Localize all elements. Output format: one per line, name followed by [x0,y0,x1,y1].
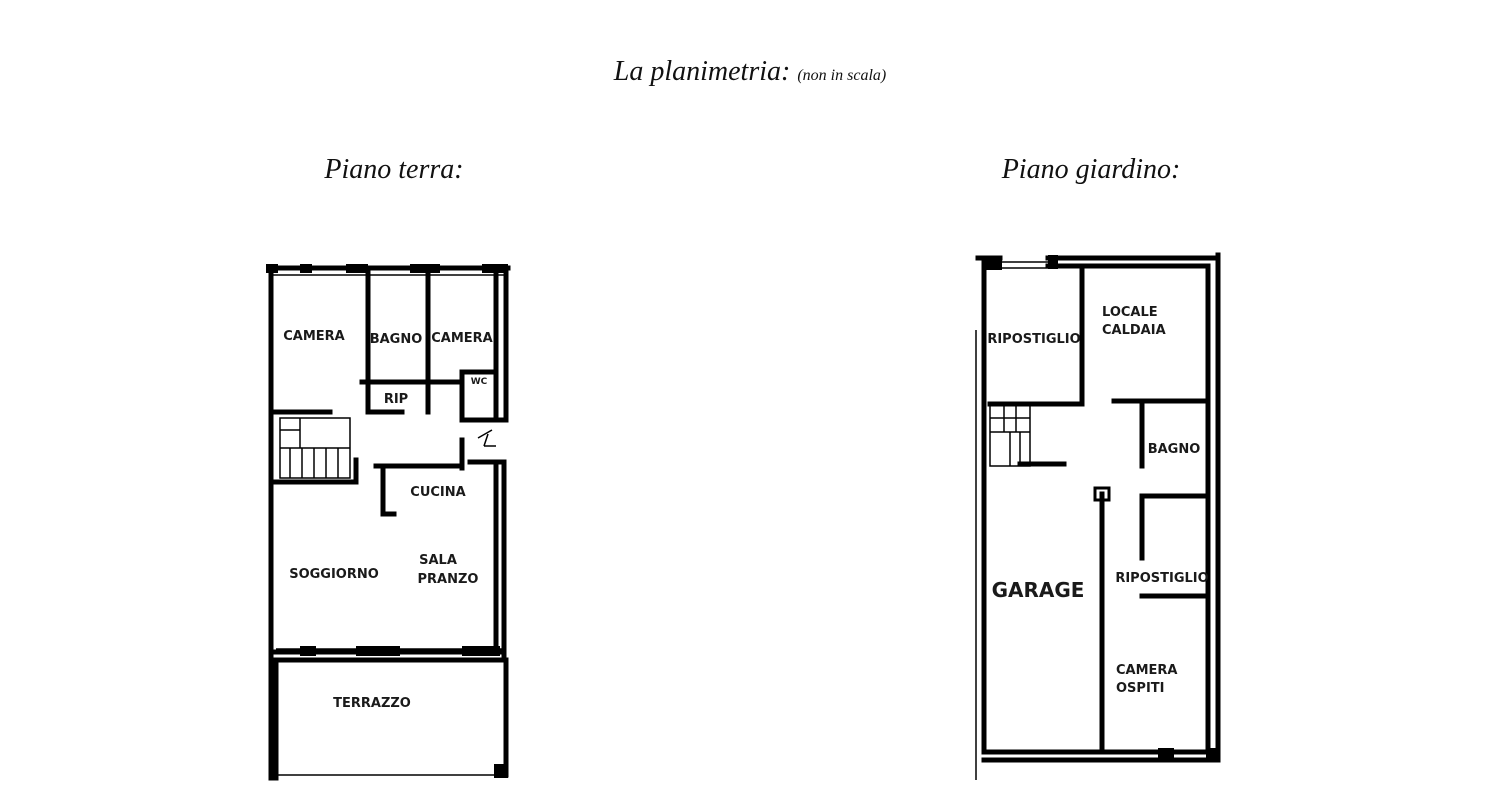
room-label-bagno-giardino: BAGNO [1148,442,1201,457]
floor-title-ground: Piano terra: [324,154,464,185]
page-title: La planimetria: (non in scala) [0,56,1500,88]
room-label-bagno: BAGNO [370,332,423,347]
room-label-ripostiglio-2: RIPOSTIGLIO [1115,571,1208,586]
room-label-soggiorno: SOGGIORNO [289,567,379,582]
floor-plan-ground: CAMERA BAGNO CAMERA RIP WC CUCINA SOGGIO… [266,264,511,781]
room-label-caldaia: CALDAIA [1102,323,1166,338]
scale-note: (non in scala) [797,67,887,84]
floor-plan-garden: RIPOSTIGLIO LOCALE CALDAIA BAGNO GARAGE … [975,252,1221,780]
room-label-sala: SALA [419,553,457,568]
room-label-terrazzo: TERRAZZO [333,696,411,711]
room-label-camera-ospiti-2: OSPITI [1116,681,1164,696]
page-title-text: La planimetria: [613,56,791,87]
room-label-camera-2: CAMERA [431,331,493,346]
room-label-garage: GARAGE [992,578,1085,602]
room-label-camera-ospiti-1: CAMERA [1116,663,1178,678]
room-label-cucina: CUCINA [410,485,465,500]
room-label-locale: LOCALE [1102,305,1158,320]
room-label-wc: WC [471,377,488,387]
floor-title-garden: Piano giardino: [1001,154,1181,185]
room-label-pranzo: PRANZO [418,572,479,587]
room-label-rip: RIP [384,392,408,407]
room-label-ripostiglio-1: RIPOSTIGLIO [987,332,1080,347]
room-label-camera-1: CAMERA [283,329,345,344]
